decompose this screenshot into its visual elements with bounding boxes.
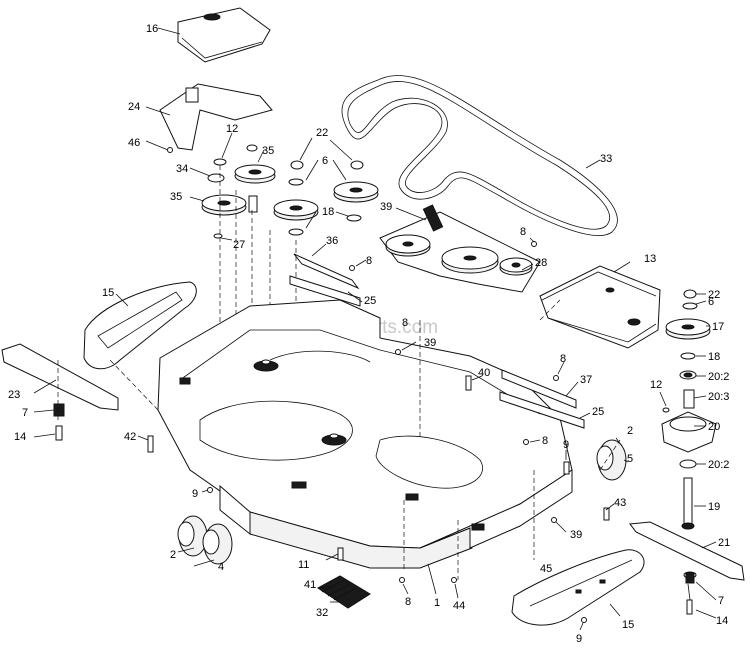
part-right-spindle-stack [659, 289, 717, 530]
callout-7: 7 [718, 595, 724, 607]
callout-13: 13 [644, 253, 656, 265]
part-15-right-bumper [511, 549, 645, 626]
part-24-bracket [145, 83, 273, 153]
callout-36: 36 [326, 235, 338, 247]
callout-35: 35 [170, 191, 182, 203]
callout-7: 7 [22, 407, 28, 419]
part-1-mower-deck [157, 299, 573, 595]
callout-23: 23 [8, 389, 20, 401]
callout-24: 24 [128, 101, 140, 113]
callout-20-2: 20:2 [708, 459, 729, 471]
callout-45: 45 [540, 563, 552, 575]
callout-5: 5 [627, 453, 633, 465]
part-33-drive-belt [341, 75, 618, 236]
callout-39: 39 [570, 529, 582, 541]
callout-12: 12 [650, 379, 662, 391]
callout-6: 6 [708, 296, 714, 308]
callout-37: 37 [580, 374, 592, 386]
callout-4: 4 [218, 561, 224, 573]
hardware-and-leaders [109, 259, 621, 631]
part-21-right-blade [629, 521, 745, 619]
callout-22: 22 [708, 289, 720, 301]
callout-2: 2 [170, 549, 176, 561]
callout-11: 11 [298, 559, 309, 571]
callout-8: 8 [560, 353, 566, 365]
callout-46: 46 [128, 137, 140, 149]
callout-20-2: 20:2 [708, 371, 729, 383]
part-2-wheels-right [596, 437, 629, 481]
callout-44: 44 [453, 600, 465, 612]
callout-43: 43 [614, 497, 626, 509]
callout-2: 2 [627, 425, 633, 437]
callout-39: 39 [424, 337, 436, 349]
callout-35: 35 [262, 145, 274, 157]
callout-8: 8 [405, 596, 411, 608]
callout-20-3: 20:3 [708, 391, 729, 403]
callout-8: 8 [542, 435, 548, 447]
callout-20: 20 [708, 421, 720, 433]
callout-42: 42 [124, 431, 136, 443]
callout-12: 12 [226, 123, 238, 135]
part-pulleys-center [269, 137, 379, 330]
callout-17: 17 [712, 321, 724, 333]
part-23-left-blade [1, 343, 119, 441]
callout-9: 9 [563, 439, 569, 451]
part-idler-assembly [379, 204, 541, 293]
part-15-left-bumper [83, 281, 197, 370]
callout-6: 6 [322, 155, 328, 167]
callout-9: 9 [576, 633, 582, 645]
callout-1: 1 [434, 597, 440, 609]
callout-40: 40 [478, 367, 490, 379]
callout-41: 41 [304, 579, 316, 591]
callout-19: 19 [708, 501, 720, 513]
part-baffles [289, 243, 591, 429]
callout-25: 25 [364, 295, 376, 307]
callout-28: 28 [535, 257, 547, 269]
callout-8: 8 [520, 226, 526, 238]
part-16-belt-cover [157, 7, 271, 63]
callout-39: 39 [380, 201, 392, 213]
callout-9: 9 [192, 488, 198, 500]
callout-8: 8 [366, 255, 372, 267]
part-pulleys-left [189, 132, 276, 380]
callout-25: 25 [592, 406, 604, 418]
callout-16: 16 [146, 23, 158, 35]
part-32-pad [317, 575, 371, 609]
callout-22: 22 [316, 127, 328, 139]
callout-18: 18 [322, 206, 334, 218]
callout-labels: 16 24 46 12 34 35 35 27 22 6 18 36 8 39 … [8, 23, 730, 645]
callout-18: 18 [708, 351, 720, 363]
callout-15: 15 [622, 619, 634, 631]
callout-33: 33 [600, 153, 612, 165]
callout-32: 32 [316, 607, 328, 619]
callout-34: 34 [176, 163, 188, 175]
callout-27: 27 [233, 239, 245, 251]
callout-14: 14 [14, 431, 26, 443]
callout-14: 14 [716, 615, 728, 627]
callout-8: 8 [402, 317, 408, 329]
part-13-spindle-cover [539, 261, 661, 349]
callout-15: 15 [102, 287, 114, 299]
part-2-wheels-left [177, 515, 233, 567]
callout-21: 21 [718, 537, 730, 549]
